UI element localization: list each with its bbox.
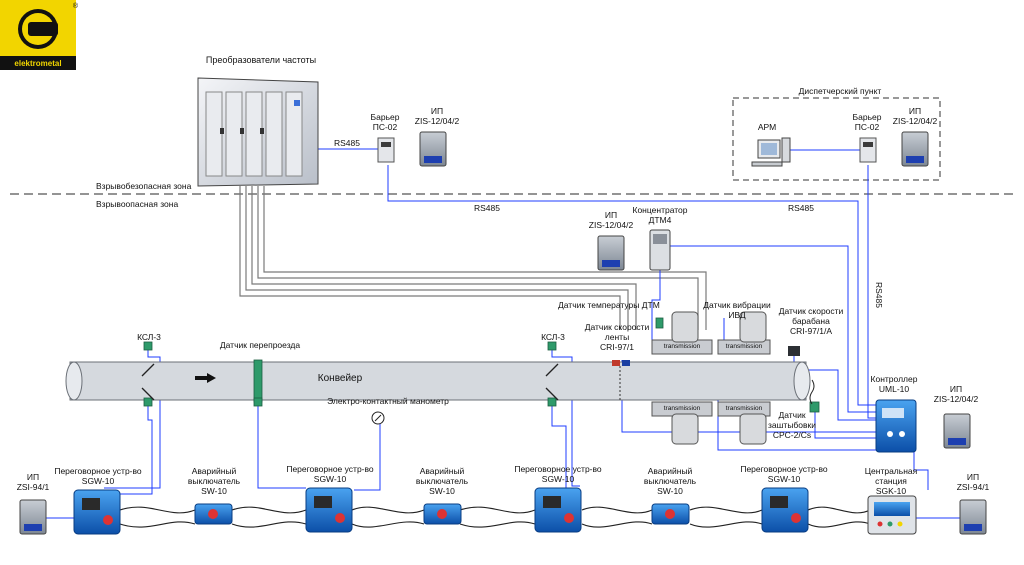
emergency-switch-icon: [194, 503, 690, 525]
label-hazard-zone: Взрывоопасная зона: [96, 199, 179, 209]
label-ip-zsi-right: ИП ZSI-94/1: [956, 472, 990, 492]
label-crossing-sensor: Датчик перепроезда: [219, 340, 301, 350]
label-vib-sensor: Датчик вибрации ИВД: [703, 300, 771, 320]
elektrometal-logo: elektrometal ®: [0, 0, 79, 70]
label-ip-zis-3: ИП ZIS-12/04/2: [588, 210, 634, 230]
label-transmission-1: transmission: [663, 343, 701, 350]
label-rs485-c: RS485: [788, 203, 814, 213]
label-arm: АРМ: [757, 122, 777, 132]
computer-workstation-icon: [751, 137, 791, 167]
plug-sensor-icon: [809, 379, 815, 405]
label-transmission-3: transmission: [725, 343, 763, 350]
label-plug-sensor: Датчик заштыбовки CPC-2/Cs: [767, 410, 817, 440]
label-ip-zis-1: ИП ZIS-12/04/2: [414, 106, 460, 126]
label-controller: Контроллер UML-10: [870, 374, 918, 394]
belt-speed-sensor-icon: [612, 360, 630, 400]
label-sw-1: Аварийный выключатель SW-10: [187, 466, 241, 496]
label-safe-zone: Взрывобезопасная зона: [96, 181, 192, 191]
label-sgw-4: Переговорное устр-во SGW-10: [740, 464, 828, 484]
label-rs485-b: RS485: [474, 203, 500, 213]
label-barrier-1: Барьер ПС-02: [370, 112, 400, 132]
conveyor-belt: [65, 361, 811, 401]
intercom-device-icon: [73, 487, 809, 535]
drum-speed-sensor-icon: [788, 346, 800, 356]
pressure-gauge-icon: [371, 411, 385, 425]
label-belt-speed: Датчик скорости ленты CRI-97/1: [584, 322, 650, 352]
label-transmission-4: transmission: [725, 405, 763, 412]
label-ip-zis-2: ИП ZIS-12/04/2: [892, 106, 938, 126]
label-ip-zis-4: ИП ZIS-12/04/2: [933, 384, 979, 404]
controller-icon: [875, 399, 917, 453]
label-sw-2: Аварийный выключатель SW-10: [415, 466, 469, 496]
ksl-switch-icon: [141, 363, 559, 401]
label-concentrator: Концентратор ДТМ4: [632, 205, 688, 225]
label-ksl-2: КСЛ-3: [541, 332, 565, 342]
label-sgw-1: Переговорное устр-во SGW-10: [54, 466, 142, 486]
drive-motor-icon: [651, 311, 771, 445]
concentrator-icon: [649, 229, 671, 271]
bus-cable: [119, 506, 871, 528]
label-ip-zsi-left: ИП ZSI-94/1: [16, 472, 50, 492]
label-sgw-3: Переговорное устр-во SGW-10: [514, 464, 602, 484]
label-ksl-1: КСЛ-3: [137, 332, 161, 342]
label-rs485-vertical: RS485: [874, 282, 884, 308]
label-freq-converters: Преобразователи частоты: [205, 55, 317, 65]
label-sgw-2: Переговорное устр-во SGW-10: [286, 464, 374, 484]
cabinet-bank-icon: [197, 77, 319, 187]
label-sw-3: Аварийный выключатель SW-10: [643, 466, 697, 496]
arrow-right-icon: [195, 373, 216, 383]
sensor-icon: [143, 317, 820, 413]
label-conveyor: Конвейер: [317, 373, 363, 384]
label-manometer: Электро-контактный манометр: [327, 396, 449, 406]
barrier-module-icon: [377, 137, 877, 163]
logo-registered-mark: ®: [73, 2, 79, 10]
label-central-station: Центральная станция SGK-10: [864, 466, 918, 496]
power-cables: [239, 186, 707, 330]
power-supply-icon: [19, 131, 987, 535]
logo-text: elektrometal: [14, 59, 61, 68]
label-dispatch: Диспетчерский пункт: [798, 86, 882, 96]
label-barrier-2: Барьер ПС-02: [852, 112, 882, 132]
central-station-icon: [867, 495, 917, 535]
label-transmission-2: transmission: [663, 405, 701, 412]
label-drum-speed: Датчик скорости барабана CRI-97/1/A: [778, 306, 844, 336]
dispatch-point-box: [732, 97, 941, 181]
label-temp-sensor: Датчик температуры ДТМ: [558, 300, 660, 310]
label-rs485-a: RS485: [334, 138, 360, 148]
